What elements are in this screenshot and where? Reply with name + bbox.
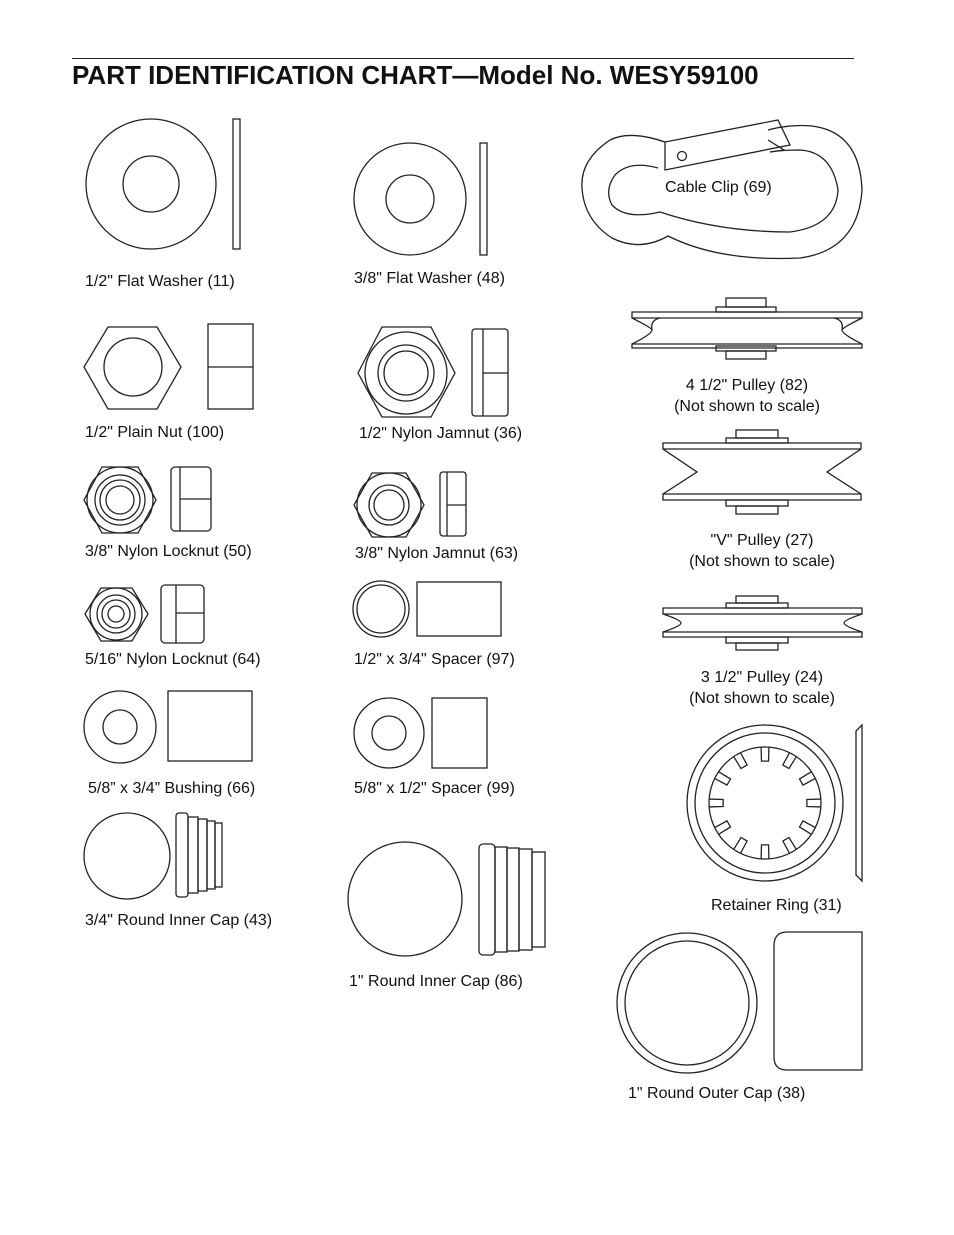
retainer-tooth xyxy=(798,820,816,835)
bushing-drawing xyxy=(83,690,253,764)
v-pulley-drawing xyxy=(662,429,862,515)
retainer-tooth xyxy=(782,752,797,770)
nylon-locknut-5-16-drawing xyxy=(84,584,205,644)
label-round-inner-cap-3-4: 3/4" Round Inner Cap (43) xyxy=(85,912,273,929)
label-nylon-locknut-3-8: 3/8" Nylon Locknut (50) xyxy=(85,543,252,560)
label-spacer-99: 5/8" x 1/2" Spacer (99) xyxy=(354,780,515,797)
label-cable-clip: Cable Clip (69) xyxy=(665,179,772,196)
label-spacer-97: 1/2" x 3/4" Spacer (97) xyxy=(354,651,515,668)
header-rule xyxy=(72,58,854,59)
retainer-tooth xyxy=(806,798,821,808)
label-nylon-locknut-5-16: 5/16" Nylon Locknut (64) xyxy=(85,651,261,668)
spacer-99-drawing xyxy=(353,697,488,769)
pulley-4-half-drawing xyxy=(631,297,863,360)
nylon-locknut-3-8-drawing xyxy=(83,466,212,534)
retainer-tooth xyxy=(714,771,732,786)
flat-washer-3-8-drawing xyxy=(353,142,488,256)
retainer-ring-drawing xyxy=(686,723,863,883)
label-v-pulley: "V" Pulley (27) xyxy=(710,532,814,549)
retainer-tooth xyxy=(733,752,748,770)
round-inner-cap-3-4-drawing xyxy=(83,812,223,900)
retainer-tooth xyxy=(709,798,724,808)
label-retainer-ring: Retainer Ring (31) xyxy=(711,897,842,914)
retainer-tooth xyxy=(798,771,816,786)
nylon-jamnut-3-8-drawing xyxy=(353,471,467,538)
page-title: PART IDENTIFICATION CHART—Model No. WESY… xyxy=(72,60,759,90)
retainer-tooth xyxy=(782,836,797,854)
label-pulley-4-half: 4 1/2" Pulley (82) xyxy=(685,377,809,394)
round-inner-cap-1-drawing xyxy=(347,841,546,957)
label-pulley-4-half-note: (Not shown to scale) xyxy=(674,398,820,415)
label-bushing: 5/8” x 3/4” Bushing (66) xyxy=(88,780,256,797)
label-flat-washer-3-8: 3/8" Flat Washer (48) xyxy=(354,270,505,287)
nylon-jamnut-half-drawing xyxy=(357,326,509,418)
label-v-pulley-note: (Not shown to scale) xyxy=(689,553,835,570)
retainer-tooth xyxy=(760,747,770,762)
label-plain-nut: 1/2" Plain Nut (100) xyxy=(85,424,225,441)
label-round-inner-cap-1: 1" Round Inner Cap (86) xyxy=(349,973,523,990)
label-pulley-3-half-note: (Not shown to scale) xyxy=(689,690,835,707)
label-flat-washer-half: 1/2" Flat Washer (11) xyxy=(85,273,235,290)
spacer-97-drawing xyxy=(352,580,502,638)
label-nylon-jamnut-3-8: 3/8" Nylon Jamnut (63) xyxy=(355,545,519,562)
retainer-tooth xyxy=(760,844,770,859)
flat-washer-half-drawing xyxy=(85,118,241,250)
label-pulley-3-half: 3 1/2" Pulley (24) xyxy=(700,669,824,686)
cable-clip-drawing xyxy=(581,119,863,260)
plain-nut-drawing xyxy=(83,323,254,410)
label-nylon-jamnut-half: 1/2" Nylon Jamnut (36) xyxy=(359,425,523,442)
pulley-3-half-drawing xyxy=(662,595,863,651)
label-round-outer-cap: 1" Round Outer Cap (38) xyxy=(628,1085,806,1102)
round-outer-cap-drawing xyxy=(616,931,863,1074)
retainer-tooth xyxy=(733,836,748,854)
retainer-tooth xyxy=(714,820,732,835)
